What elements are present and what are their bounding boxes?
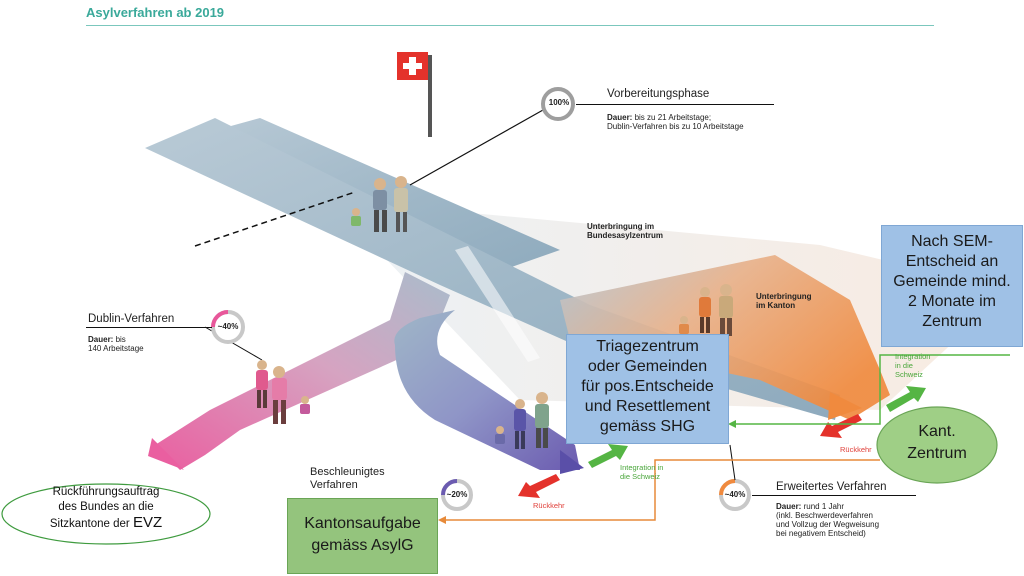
erweitert-circle-arc (719, 479, 736, 496)
triage-box: Triagezentrum oder Gemeinden für pos.Ent… (566, 334, 729, 444)
rueckkehr-label-1: Rückkehr (533, 501, 565, 510)
kanton-unterbringung-label: Unterbringung im Kanton (756, 292, 812, 310)
bundesasyl-label: Unterbringung im Bundesasylzentrum (587, 222, 663, 240)
rueckfuehrung-line3: Sitzkantone der (49, 518, 130, 530)
vorbereitung-percent: 100% (548, 98, 570, 107)
integration-arrow-1 (588, 444, 628, 468)
sem-decision-box: Nach SEM- Entscheid an Gemeinde mind. 2 … (881, 225, 1023, 347)
kantonsaufgabe-box: Kantonsaufgabe gemäss AsylG (287, 498, 438, 574)
erweitert-detail-line3: und Vollzug der Wegweisung (776, 520, 880, 529)
rueckfuehrung-line1: Rückführungsauftrag (52, 486, 160, 498)
erweitert-detail-text: rund 1 Jahr (803, 502, 845, 511)
triage-line2: oder Gemeinden (587, 358, 708, 375)
beschleunigt-percent: ~20% (446, 490, 468, 499)
vorbereitung-title: Vorbereitungsphase (607, 88, 710, 100)
dublin-detail-label: Dauer: (88, 335, 114, 344)
orange-connector-head (438, 516, 446, 524)
dublin-detail-text: bis (115, 335, 126, 344)
kanton-unterbringung-line2: im Kanton (756, 301, 796, 310)
rueckfuehrung-ellipse (1, 483, 211, 545)
accelerated-lane (394, 310, 580, 470)
dublin-rule (86, 327, 212, 328)
beschleunigt-line1: Beschleunigtes (310, 466, 385, 478)
kanton-unterbringung-line1: Unterbringung (756, 292, 812, 301)
dublin-arrow-head (148, 438, 184, 470)
sem-box-line1: Nach SEM- (911, 233, 993, 250)
sem-box-line4: 2 Monate im (907, 293, 997, 310)
vorbereitung-detail-line2: Dublin-Verfahren bis zu 10 Arbeitstage (607, 122, 744, 131)
sem-box-line3: Gemeinde mind. (893, 273, 1011, 290)
rueckfuehrung-line3-wrap: Sitzkantone der EVZ (10, 515, 202, 532)
extended-arrow-head (828, 392, 862, 420)
vorbereitung-detail-text: bis zu 21 Arbeitstage; (634, 113, 712, 122)
kant-zentrum-label: Kant. Zentrum (877, 421, 997, 465)
vorbereitung-pointer (409, 109, 544, 186)
dublin-lane (155, 272, 450, 470)
beschleunigt-circle-arc (441, 479, 458, 496)
orange-connector (440, 459, 880, 521)
integration-label-1: Integration in die Schweiz (620, 463, 663, 481)
integration-arrow-2 (886, 386, 926, 412)
title-rule (86, 25, 934, 26)
erweitert-detail-line2: (inkl. Beschwerdeverfahren (776, 511, 873, 520)
dublin-circle-arc (211, 310, 229, 328)
erweitert-detail-line4: bei negativem Entscheid) (776, 529, 866, 538)
erweitert-detail-label: Dauer: (776, 502, 802, 511)
dublin-detail-line2: 140 Arbeitstage (88, 344, 144, 353)
preparation-dashed-line (194, 191, 356, 247)
triage-line3: für pos.Entscheide (581, 378, 714, 395)
dublin-title: Dublin-Verfahren (88, 313, 175, 325)
rueckfuehrung-evz: EVZ (132, 514, 163, 531)
center-stripe (455, 246, 540, 362)
rueckfuehrung-line2: des Bundes an die (58, 501, 154, 513)
erweitert-rule (752, 495, 916, 496)
kantonsaufgabe-line1: Kantonsaufgabe (304, 515, 421, 532)
vorbereitung-circle (541, 87, 575, 121)
erweitert-pointer (729, 444, 736, 481)
green-connector (730, 354, 1010, 425)
integration-2-line3: Schweiz (895, 370, 923, 379)
family-group-icon (256, 360, 310, 424)
family-group-icon (679, 284, 733, 336)
beschleunigt-line2: Verfahren (310, 479, 358, 491)
integration-label-2: Integration in die Schweiz (895, 352, 930, 379)
integration-1-line2: die Schweiz (620, 472, 661, 481)
kant-zentrum-line2: Zentrum (907, 445, 967, 462)
vorbereitung-detail-label: Dauer: (607, 113, 633, 122)
dublin-percent: ~40% (217, 322, 239, 331)
integration-1-line1: Integration in (620, 463, 664, 472)
beschleunigt-label: Beschleunigtes Verfahren (310, 466, 385, 492)
sem-box-line2: Entscheid an (905, 253, 999, 270)
rueckfuehrung-label: Rückführungsauftrag des Bundes an die Si… (10, 485, 202, 532)
triage-line4: und Resettlement (584, 398, 711, 415)
rueckkehr-label-2: Rückkehr (840, 445, 872, 454)
integration-2-line2: in die (895, 361, 913, 370)
green-connector-head (728, 420, 736, 428)
integration-2-line1: Integration (895, 352, 931, 361)
swiss-flag-icon (397, 52, 432, 137)
accelerated-arrow-head (560, 450, 584, 474)
kantonsaufgabe-line2: gemäss AsylG (311, 537, 414, 554)
dublin-detail: Dauer: bis 140 Arbeitstage (88, 335, 144, 353)
erweitert-percent: ~40% (724, 490, 746, 499)
triage-line5: gemäss SHG (599, 418, 696, 435)
erweitert-title: Erweitertes Verfahren (776, 481, 887, 493)
kant-zentrum-ellipse (876, 406, 998, 484)
return-arrow-1 (518, 474, 560, 498)
bundesasyl-line1: Unterbringung im (587, 222, 655, 231)
vorbereitung-rule (576, 104, 774, 105)
triage-line1: Triagezentrum (596, 338, 699, 355)
kant-zentrum-line1: Kant. (918, 423, 956, 440)
vorbereitung-detail: Dauer: bis zu 21 Arbeitstage; Dublin-Ver… (607, 113, 744, 131)
family-group-icon (351, 176, 408, 232)
sem-box-line5: Zentrum (922, 313, 982, 330)
erweitert-detail: Dauer: rund 1 Jahr (inkl. Beschwerdeverf… (776, 502, 879, 538)
bundesasyl-line2: Bundesasylzentrum (587, 231, 664, 240)
page-title: Asylverfahren ab 2019 (86, 5, 225, 20)
family-group-icon (495, 392, 549, 449)
return-arrow-2 (820, 414, 862, 438)
